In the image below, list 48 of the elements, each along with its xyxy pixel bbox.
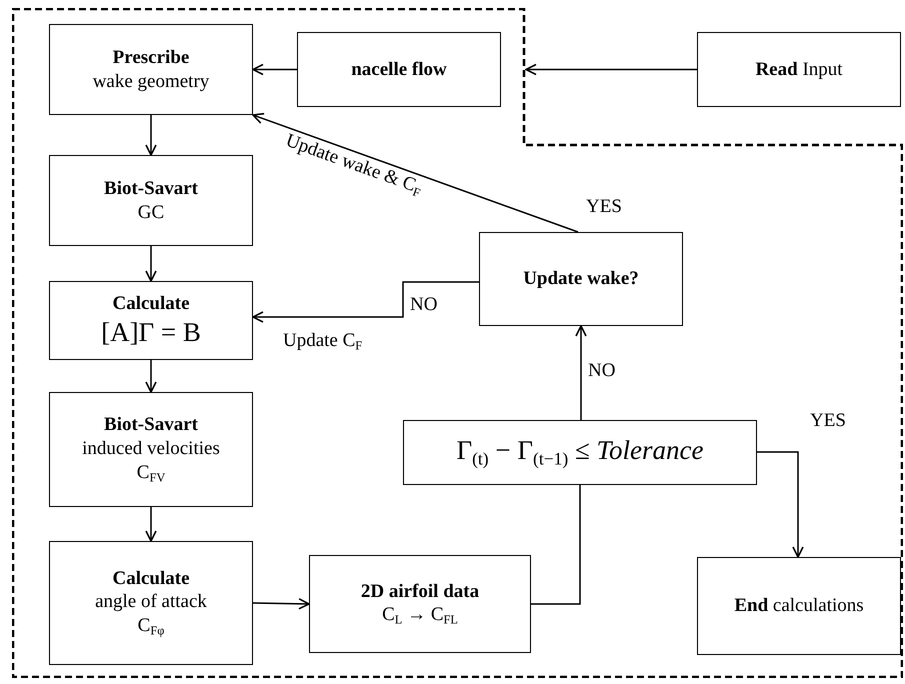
process-box: [479, 232, 683, 326]
connector-line: [531, 485, 581, 605]
arrow: [252, 281, 479, 323]
box-heading: Prescribe: [112, 46, 190, 70]
box-text: angle of attack: [95, 590, 207, 614]
process-box: [309, 555, 531, 653]
box-heading: 2D airfoil data: [360, 580, 480, 604]
start-box: [697, 32, 901, 107]
arrow: [525, 64, 697, 76]
branch-label: NO: [410, 294, 438, 317]
box-text: nacelle flow: [351, 58, 447, 82]
box-text: Read Input: [755, 58, 843, 82]
box-text: C$_{FV}$: [136, 460, 166, 486]
process-box: [49, 155, 253, 246]
arrow: [252, 598, 310, 610]
arrow: [145, 115, 157, 156]
box-heading: Biot-Savart: [104, 413, 198, 437]
arrow: [757, 451, 804, 558]
dashed-loop-region: [12, 8, 903, 678]
edge-label: Update C$_{F}$: [283, 330, 362, 354]
process-box: [49, 24, 253, 115]
box-text: induced velocities: [82, 436, 220, 461]
box-text: GC: [138, 200, 164, 224]
arrow: [145, 507, 157, 542]
process-box: [49, 392, 253, 507]
arrow: [145, 360, 157, 393]
box-text: C$_{Fφ}$: [138, 614, 164, 640]
box-text: C$_{L}$ → C$_{FL}$: [382, 603, 458, 628]
box-text: End calculations: [734, 594, 864, 618]
box-heading: Biot-Savart: [104, 176, 198, 200]
process-box: [403, 420, 757, 485]
process-box: [49, 541, 253, 665]
process-box: [297, 32, 501, 107]
edge-label: YES: [810, 410, 846, 433]
arrow: [252, 112, 578, 233]
box-text: [A]Γ = B: [101, 316, 201, 348]
box-heading: Calculate: [112, 566, 190, 590]
box-heading: Calculate: [112, 292, 190, 316]
process-box: [49, 281, 253, 360]
edge-label: NO: [588, 360, 616, 383]
arrow: [575, 325, 587, 420]
process-box: [697, 557, 901, 655]
arrow: [145, 246, 157, 282]
arrow: [252, 64, 297, 76]
branch-label: YES: [586, 196, 622, 219]
box-text: Update wake?: [523, 267, 639, 291]
box-text: wake geometry: [92, 70, 210, 94]
box-text: Γ$_{(t)}$ − Γ$_{(t−1)}$ ≤ Tolerance: [456, 434, 704, 471]
